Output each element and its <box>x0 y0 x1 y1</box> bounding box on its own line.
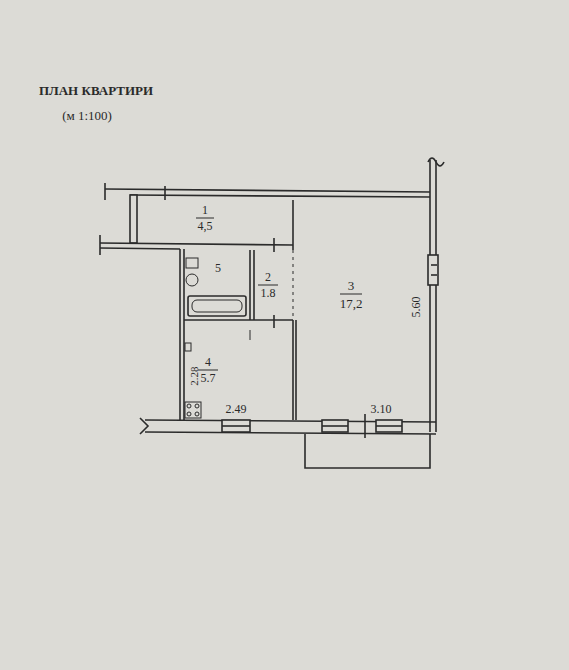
room-number: 3 <box>348 279 355 292</box>
plan-title: ПЛАН КВАРТИРИ <box>39 84 153 97</box>
room-area: 1.8 <box>261 287 276 299</box>
room-number: 1 <box>202 204 208 216</box>
room-area: 17,2 <box>340 297 363 310</box>
room-number: 5 <box>215 262 221 274</box>
room-area: 5.7 <box>201 372 216 384</box>
dimension: 3.10 <box>371 403 392 415</box>
dimension: 2.49 <box>226 403 247 415</box>
dimension: 2.28 <box>189 366 200 385</box>
dimension: 5.60 <box>410 297 422 318</box>
scale-note: (м 1:100) <box>62 109 112 122</box>
room-area: 4,5 <box>198 220 213 232</box>
room-number: 2 <box>265 271 271 283</box>
room-number: 4 <box>205 356 211 368</box>
